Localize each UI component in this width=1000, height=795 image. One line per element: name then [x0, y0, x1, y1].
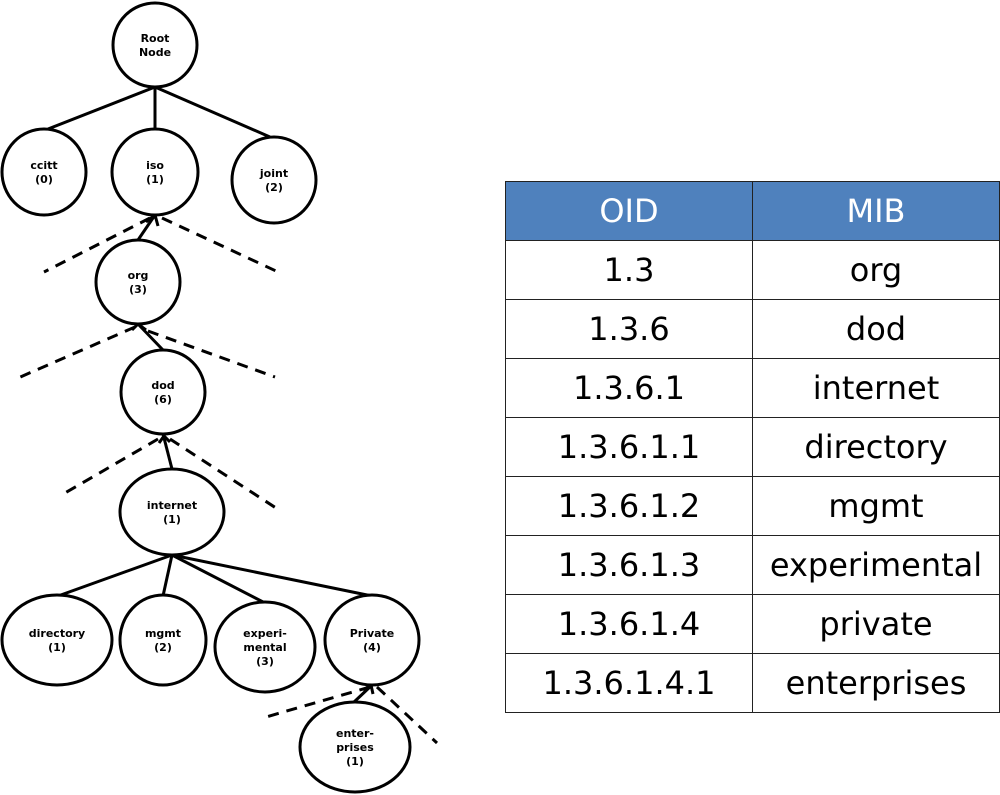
- table-row: 1.3.6 dod: [505, 299, 1000, 359]
- node-label: (6): [154, 393, 172, 406]
- edge-iso-org: [136, 214, 157, 241]
- dashed-line: [43, 216, 151, 274]
- node-label: enter-: [336, 727, 374, 740]
- table-row: 1.3.6.1.2 mgmt: [505, 476, 1000, 536]
- table-row: 1.3.6.1 internet: [505, 358, 1000, 418]
- node-label: directory: [29, 627, 85, 640]
- node-mgmt: mgmt(2): [118, 593, 208, 687]
- cell-mib: enterprises: [752, 653, 1000, 713]
- node-private: Private(4): [323, 593, 421, 687]
- node-circle: [230, 135, 318, 225]
- header-oid: OID: [505, 181, 753, 241]
- cell-mib: org: [752, 240, 1000, 300]
- node-label: (3): [256, 655, 274, 668]
- node-label: org: [128, 269, 149, 282]
- node-joint: joint(2): [230, 135, 318, 225]
- cell-oid: 1.3.6.1: [505, 358, 753, 418]
- oid-tree-diagram: RootNodeccitt(0)iso(1)joint(2)org(3)dod(…: [0, 1, 439, 794]
- dashed-lines: [17, 216, 439, 745]
- table-row: 1.3 org: [505, 240, 1000, 300]
- edge-internet-mgmt: [161, 554, 174, 597]
- cell-oid: 1.3.6.1.3: [505, 535, 753, 595]
- node-circle: [94, 238, 182, 326]
- node-label: mgmt: [145, 627, 181, 640]
- node-directory: directory(1): [0, 593, 114, 687]
- table-row: 1.3.6.1.4.1 enterprises: [505, 653, 1000, 713]
- node-label: experi-: [243, 627, 287, 640]
- table-row: 1.3.6.1.4 private: [505, 594, 1000, 654]
- node-label: Root: [141, 32, 170, 45]
- dashed-line: [17, 325, 136, 380]
- node-dod: dod(6): [119, 348, 207, 436]
- node-label: (2): [265, 181, 283, 194]
- node-org: org(3): [94, 238, 182, 326]
- cell-oid: 1.3.6.1.4: [505, 594, 753, 654]
- cell-mib: private: [752, 594, 1000, 654]
- node-label: mental: [243, 641, 286, 654]
- node-label: (2): [154, 641, 172, 654]
- node-circle: [118, 593, 208, 687]
- node-label: (1): [146, 173, 164, 186]
- cell-mib: internet: [752, 358, 1000, 418]
- node-label: internet: [147, 499, 197, 512]
- node-circle: [111, 1, 199, 89]
- table-row: 1.3.6.1.3 experimental: [505, 535, 1000, 595]
- edge-internet-experimental: [171, 553, 266, 605]
- dashed-line: [375, 685, 439, 745]
- edge-root-ccitt: [47, 85, 156, 131]
- edge-internet-directory: [57, 553, 173, 598]
- node-label: joint: [259, 167, 288, 180]
- node-label: (1): [163, 513, 181, 526]
- node-circle: [323, 593, 421, 687]
- arrow-icon: [157, 433, 172, 444]
- table-header-row: OID MIB: [505, 181, 1000, 241]
- node-experimental: experi-mental(3): [213, 600, 317, 694]
- node-circle: [213, 600, 317, 694]
- node-label: (4): [363, 641, 381, 654]
- node-label: prises: [336, 741, 374, 754]
- node-circle: [0, 593, 114, 687]
- cell-mib: mgmt: [752, 476, 1000, 536]
- node-label: (1): [48, 641, 66, 654]
- edge-root-joint: [154, 85, 271, 139]
- node-label: Private: [350, 627, 395, 640]
- dashed-line: [161, 216, 277, 273]
- cell-mib: directory: [752, 417, 1000, 477]
- cell-oid: 1.3.6.1.4.1: [505, 653, 753, 713]
- cell-oid: 1.3.6.1.1: [505, 417, 753, 477]
- edge-dod-internet: [161, 433, 174, 470]
- dashed-line: [147, 329, 276, 379]
- node-internet: internet(1): [118, 467, 226, 557]
- edge-internet-private: [171, 553, 373, 598]
- cell-oid: 1.3.6: [505, 299, 753, 359]
- node-circle: [119, 348, 207, 436]
- node-enterprises: enter-prises(1): [298, 700, 412, 794]
- node-label: iso: [146, 159, 164, 172]
- node-label: (0): [35, 173, 53, 186]
- node-circle: [118, 467, 226, 557]
- node-iso: iso(1): [110, 127, 200, 217]
- header-mib: MIB: [752, 181, 1000, 241]
- tree-nodes: RootNodeccitt(0)iso(1)joint(2)org(3)dod(…: [0, 1, 421, 794]
- node-circle: [298, 700, 412, 794]
- cell-mib: experimental: [752, 535, 1000, 595]
- node-label: Node: [139, 46, 171, 59]
- dashed-line: [169, 437, 277, 510]
- node-ccitt: ccitt(0): [0, 127, 88, 217]
- cell-oid: 1.3: [505, 240, 753, 300]
- oid-mib-table: OID MIB 1.3 org 1.3.6 dod 1.3.6.1 intern…: [505, 181, 1000, 713]
- node-circle: [110, 127, 200, 217]
- cell-mib: dod: [752, 299, 1000, 359]
- node-label: ccitt: [30, 159, 57, 172]
- table-row: 1.3.6.1.1 directory: [505, 417, 1000, 477]
- node-label: (1): [346, 755, 364, 768]
- node-circle: [0, 127, 88, 217]
- cell-oid: 1.3.6.1.2: [505, 476, 753, 536]
- node-label: (3): [129, 283, 147, 296]
- node-label: dod: [151, 379, 174, 392]
